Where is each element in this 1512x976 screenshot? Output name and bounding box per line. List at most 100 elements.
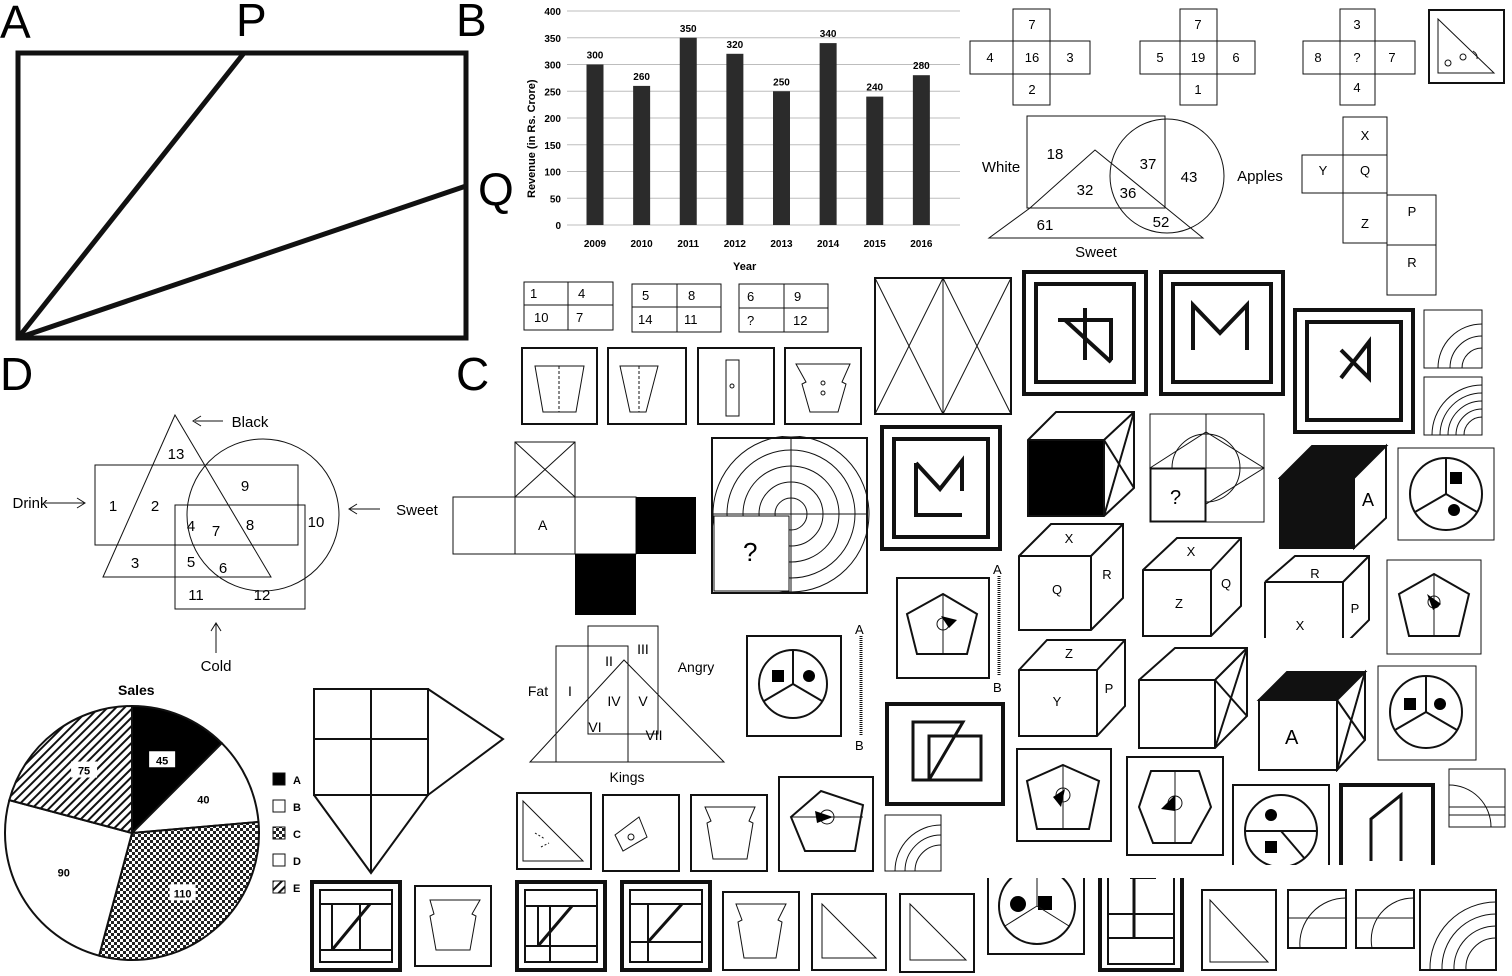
legend-swatch [272, 853, 286, 867]
pie-data-label: 110 [174, 888, 192, 900]
x-tick-label: 2014 [817, 239, 840, 250]
house-grid-figure [313, 688, 505, 875]
data-label: 340 [820, 29, 837, 40]
cube-face-letter: X [1065, 531, 1074, 546]
label-d: D [0, 348, 33, 400]
x-tick-label: 2010 [631, 239, 654, 250]
cross-value: 7 [1388, 50, 1395, 65]
number-crosses: 7 4 16 3 2 7 5 19 6 1 3 8 ? 7 [969, 8, 1416, 106]
grid-value: 4 [578, 286, 585, 301]
x-tick-label: 2016 [910, 239, 933, 250]
legend-swatch [272, 880, 286, 894]
y-tick-label: 100 [544, 168, 561, 179]
cube-face-letter: R [1310, 566, 1319, 581]
x-axis-label: Year [733, 261, 757, 273]
venn-value: 11 [188, 587, 204, 604]
legend-swatch [272, 772, 286, 786]
cube-face-letter: Q [1052, 582, 1062, 597]
cross-value: 16 [1025, 50, 1039, 65]
circle-divided-figure [1397, 447, 1495, 541]
venn-value: 6 [219, 560, 227, 577]
bar [912, 75, 930, 225]
cross-3: 3 8 ? 7 4 [1302, 8, 1416, 106]
venn-roman: Fat Angry Kings I II III IV V VI VII [528, 625, 726, 785]
cube-face-letter: Z [1065, 646, 1073, 661]
venn-value: 52 [1153, 214, 1170, 231]
data-label: 350 [680, 24, 697, 35]
venn-label-kings: Kings [609, 769, 644, 785]
y-tick-label: 150 [544, 141, 561, 152]
venn-value: 18 [1047, 146, 1064, 163]
pie-slice [4, 798, 134, 957]
pie-slice [131, 704, 224, 836]
cube-face-letter: Z [1175, 596, 1183, 611]
cross-value: 4 [986, 50, 993, 65]
data-label: 300 [587, 51, 604, 62]
circle-line-figure: A B [746, 622, 864, 753]
venn-drink: Black Drink Sweet Cold 13 1 2 9 4 7 8 10… [12, 413, 439, 675]
venn-value: V [638, 693, 648, 709]
pie-label-bg [71, 761, 98, 778]
venn-value: 5 [187, 554, 195, 571]
grid-value: 12 [793, 313, 807, 328]
pentagon-line-figure: A B [896, 562, 1002, 695]
venn-value: 32 [1077, 182, 1094, 199]
rectangle-figure: A P B Q D C [0, 0, 514, 400]
pie-data-label: 40 [197, 795, 209, 807]
y-tick-label: 200 [544, 114, 561, 125]
venn-label-black: Black [232, 414, 269, 431]
label-a: A [0, 0, 31, 48]
x-tick-label: 2015 [864, 239, 887, 250]
concentric-arcs-figure: ? [711, 436, 870, 594]
legend-label: B [293, 802, 301, 814]
venn-label-cold: Cold [201, 658, 232, 675]
y-tick-label: 250 [544, 87, 561, 98]
cube-dark-front [1027, 411, 1135, 517]
legend-swatch [272, 799, 286, 813]
circle-square-figure: ? [1149, 413, 1265, 523]
net-letter: R [1407, 255, 1416, 270]
cube-face-letter: A [1285, 727, 1299, 749]
boxed-l-figure [880, 425, 1002, 551]
small-number-grids: 1 4 10 7 5 8 14 11 6 9 ? 12 [523, 281, 829, 333]
cross-2: 7 5 19 6 1 [1139, 8, 1256, 106]
cross-1: 7 4 16 3 2 [969, 8, 1091, 106]
grid-value: 7 [576, 310, 583, 325]
y-tick-label: 300 [544, 61, 561, 72]
cheese-triangle-figure [1428, 9, 1505, 84]
line-label-b: B [855, 738, 864, 753]
grid-value: 5 [642, 288, 649, 303]
grid-value: 10 [534, 310, 548, 325]
net-letter-a: A [538, 517, 548, 533]
x-tick-label: 2013 [770, 239, 793, 250]
label-b: B [456, 0, 487, 46]
pie-title: Sales [118, 682, 155, 698]
cross-value: 5 [1156, 50, 1163, 65]
pentagon-row-bottom [1016, 748, 1506, 865]
pie-slice [129, 741, 260, 835]
cube-face-letter: R [1102, 567, 1111, 582]
bottom-figures-left [516, 776, 942, 872]
venn-value: 1 [109, 498, 117, 515]
cube-face-letter: X [1296, 618, 1305, 633]
cross-value: 2 [1028, 82, 1035, 97]
cube-face-letter: P [1105, 681, 1114, 696]
label-q: Q [478, 163, 514, 215]
x-tick-label: 2011 [677, 239, 699, 250]
cross-value: 3 [1353, 17, 1360, 32]
cross-value: 3 [1066, 50, 1073, 65]
cross-value: 4 [1353, 80, 1360, 95]
pie-slice [8, 704, 133, 835]
net-letter: Y [1319, 163, 1328, 178]
venn-label-apples: Apples [1237, 168, 1283, 185]
legend-label: D [293, 856, 301, 868]
venn-value: 10 [308, 514, 325, 531]
bar [679, 37, 697, 225]
venn-value: 61 [1037, 217, 1054, 234]
cube-face-letter: A [1362, 490, 1374, 510]
cube-a-dark-top: A [1278, 443, 1389, 551]
cross-value: 6 [1232, 50, 1239, 65]
pie-data-label: 45 [156, 755, 168, 767]
cross-value: 8 [1314, 50, 1321, 65]
